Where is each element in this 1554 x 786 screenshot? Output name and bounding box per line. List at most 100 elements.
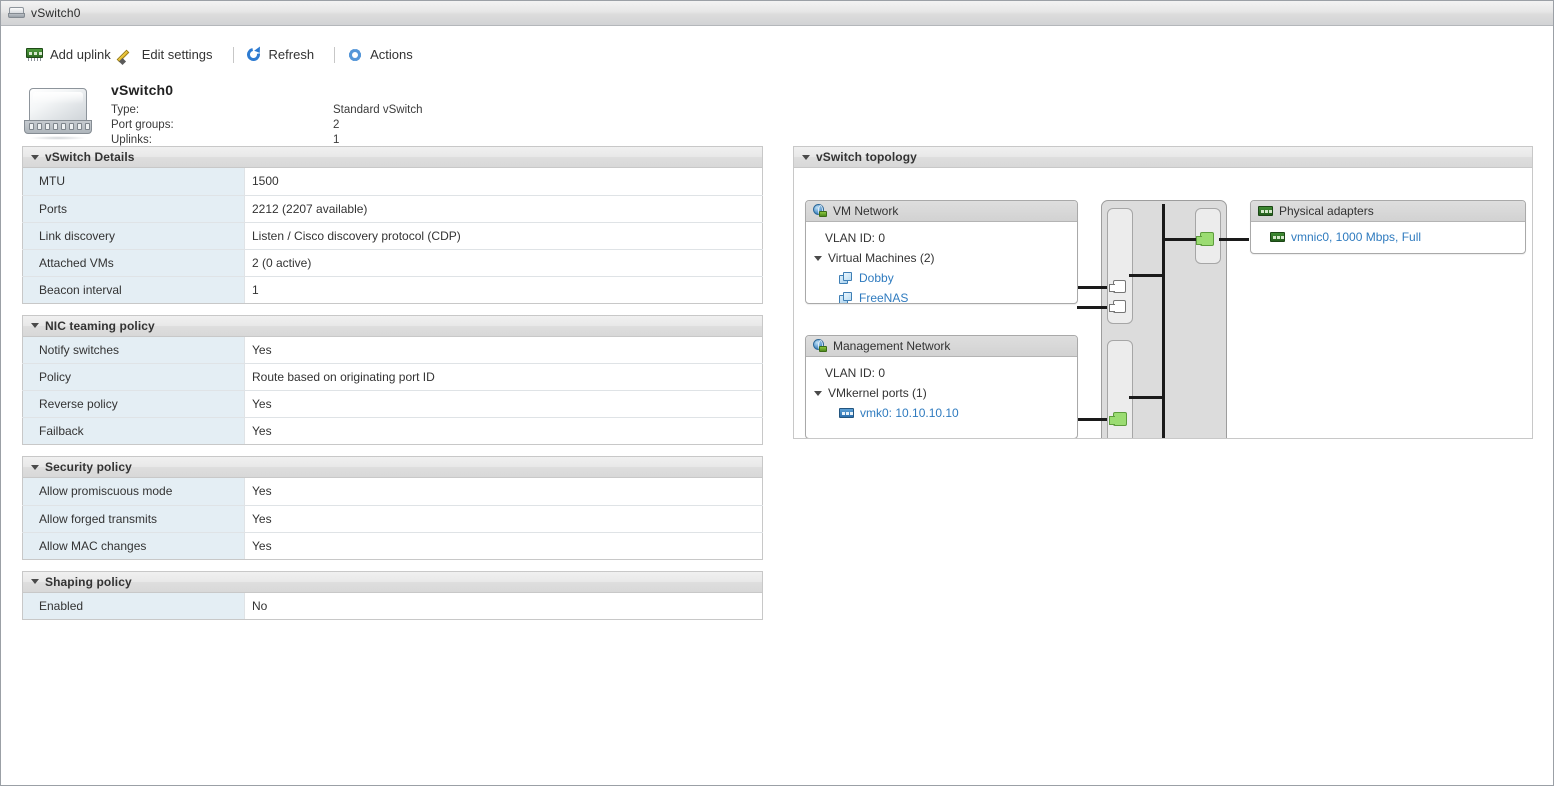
refresh-button[interactable]: Refresh bbox=[243, 44, 323, 66]
toolbar-divider-1 bbox=[232, 46, 234, 63]
vm-name[interactable]: FreeNAS bbox=[859, 291, 909, 304]
vmkernel-adapter-icon bbox=[839, 407, 854, 419]
virtual-machine-icon bbox=[839, 291, 853, 303]
vmkernel-port-name[interactable]: vmk0: 10.10.10.10 bbox=[860, 406, 959, 420]
summary-properties: Type: Standard vSwitch Port groups: 2 Up… bbox=[111, 104, 423, 146]
row-key: Reverse policy bbox=[22, 390, 245, 418]
wire-vm-2 bbox=[1077, 306, 1107, 309]
actions-button[interactable]: Actions bbox=[347, 44, 421, 66]
row-value: No bbox=[244, 592, 763, 620]
table-row: Attached VMs 2 (0 active) bbox=[22, 249, 763, 277]
table-row: Ports 2212 (2207 available) bbox=[22, 195, 763, 223]
pencil-icon bbox=[116, 47, 135, 65]
wire-vmk bbox=[1077, 418, 1107, 421]
table-security: Allow promiscuous mode Yes Allow forged … bbox=[22, 478, 763, 560]
section-shaping-policy: Shaping policy Enabled No bbox=[22, 570, 763, 620]
portgroup-vm-network[interactable]: VM Network VLAN ID: 0 Virtual Machines (… bbox=[805, 200, 1078, 304]
list-item[interactable]: vmk0: 10.10.10.10 bbox=[814, 403, 1069, 423]
section-header-vswitch-details[interactable]: vSwitch Details bbox=[22, 146, 763, 168]
physical-adapter-name[interactable]: vmnic0, 1000 Mbps, Full bbox=[1291, 230, 1422, 244]
row-value: 1500 bbox=[244, 168, 763, 196]
window-titlebar: vSwitch0 bbox=[1, 1, 1553, 26]
vswitch-device-icon bbox=[23, 86, 93, 144]
table-row: Beacon interval 1 bbox=[22, 276, 763, 304]
portgroup-management-network[interactable]: Management Network VLAN ID: 0 VMkernel p… bbox=[805, 335, 1078, 438]
table-row: Allow forged transmits Yes bbox=[22, 505, 763, 533]
section-header-nic-teaming[interactable]: NIC teaming policy bbox=[22, 314, 763, 337]
physical-adapters-header: Physical adapters bbox=[1251, 201, 1525, 222]
vmkernel-ports-label: VMkernel ports (1) bbox=[828, 386, 927, 400]
row-key: Notify switches bbox=[22, 336, 245, 364]
row-key: Link discovery bbox=[22, 222, 245, 250]
row-key: Attached VMs bbox=[22, 249, 245, 277]
section-header-shaping[interactable]: Shaping policy bbox=[22, 570, 763, 593]
row-key: MTU bbox=[22, 168, 245, 196]
network-icon bbox=[813, 204, 827, 218]
summary-label-port-groups: Port groups: bbox=[111, 119, 174, 131]
table-row: Allow MAC changes Yes bbox=[22, 532, 763, 560]
section-header-topology[interactable]: vSwitch topology bbox=[793, 146, 1533, 168]
row-value: Yes bbox=[244, 532, 763, 560]
row-key: Beacon interval bbox=[22, 276, 245, 304]
toolbar-divider-2 bbox=[334, 46, 336, 63]
details-column: vSwitch Details MTU 1500 Ports 2212 (220… bbox=[22, 146, 763, 631]
list-item[interactable]: Dobby bbox=[814, 268, 1069, 288]
actions-label: Actions bbox=[370, 47, 413, 62]
chevron-down-icon bbox=[802, 154, 810, 160]
add-uplink-button[interactable]: Add uplink bbox=[26, 44, 119, 65]
table-nic-teaming: Notify switches Yes Policy Route based o… bbox=[22, 336, 763, 445]
row-key: Failback bbox=[22, 417, 245, 445]
chevron-down-icon bbox=[31, 323, 39, 328]
vm-port-connector bbox=[1109, 300, 1126, 313]
chevron-down-icon bbox=[31, 579, 39, 584]
add-uplink-label: Add uplink bbox=[50, 47, 111, 62]
section-vswitch-topology: vSwitch topology bbox=[793, 146, 1533, 439]
virtual-machine-icon bbox=[839, 271, 853, 285]
network-adapter-icon bbox=[1270, 231, 1285, 243]
table-row: MTU 1500 bbox=[22, 168, 763, 196]
row-key: Allow promiscuous mode bbox=[22, 478, 245, 506]
section-header-security[interactable]: Security policy bbox=[22, 456, 763, 478]
vlan-id-line: VLAN ID: 0 bbox=[814, 228, 1069, 248]
section-title-shaping: Shaping policy bbox=[45, 574, 132, 589]
row-value: Yes bbox=[244, 505, 763, 533]
topology-column: vSwitch topology bbox=[793, 146, 1533, 450]
vmkernel-ports-group[interactable]: VMkernel ports (1) bbox=[814, 383, 1069, 403]
chevron-down-icon bbox=[31, 154, 39, 160]
row-value: 1 bbox=[244, 276, 763, 304]
row-value: Yes bbox=[244, 417, 763, 445]
section-title-topology: vSwitch topology bbox=[816, 150, 917, 164]
table-vswitch-details: MTU 1500 Ports 2212 (2207 available) Lin… bbox=[22, 168, 763, 304]
table-row: Reverse policy Yes bbox=[22, 390, 763, 418]
row-value: 2212 (2207 available) bbox=[244, 195, 763, 223]
summary-label-uplinks: Uplinks: bbox=[111, 134, 152, 146]
row-value: Listen / Cisco discovery protocol (CDP) bbox=[244, 222, 763, 250]
portgroup-header: Management Network bbox=[806, 336, 1077, 357]
refresh-icon bbox=[243, 44, 263, 64]
page-title: vSwitch0 bbox=[111, 82, 174, 98]
summary-label-type: Type: bbox=[111, 104, 140, 116]
list-item[interactable]: vmnic0, 1000 Mbps, Full bbox=[1259, 227, 1517, 247]
list-item[interactable]: FreeNAS bbox=[814, 288, 1069, 304]
section-vswitch-details: vSwitch Details MTU 1500 Ports 2212 (220… bbox=[22, 146, 763, 304]
refresh-label: Refresh bbox=[268, 47, 315, 62]
virtual-machines-group[interactable]: Virtual Machines (2) bbox=[814, 248, 1069, 268]
edit-settings-button[interactable]: Edit settings bbox=[116, 44, 221, 66]
topology-canvas: VM Network VLAN ID: 0 Virtual Machines (… bbox=[793, 168, 1533, 439]
virtual-machines-label: Virtual Machines (2) bbox=[828, 251, 935, 265]
window-title: vSwitch0 bbox=[31, 6, 81, 20]
table-row: Allow promiscuous mode Yes bbox=[22, 478, 763, 506]
section-title-nic-teaming: NIC teaming policy bbox=[45, 318, 155, 333]
switch-backplane-graphic bbox=[1101, 200, 1227, 438]
row-value: Yes bbox=[244, 390, 763, 418]
section-security-policy: Security policy Allow promiscuous mode Y… bbox=[22, 456, 763, 560]
vm-name[interactable]: Dobby bbox=[859, 271, 894, 285]
vmkernel-port-connector bbox=[1109, 412, 1127, 426]
row-key: Enabled bbox=[22, 592, 245, 620]
physical-adapters-panel[interactable]: Physical adapters vmnic0, 1000 Mbps, Ful… bbox=[1250, 200, 1526, 254]
row-key: Allow MAC changes bbox=[22, 532, 245, 560]
section-nic-teaming-policy: NIC teaming policy Notify switches Yes P… bbox=[22, 314, 763, 445]
edit-settings-label: Edit settings bbox=[141, 47, 213, 62]
vlan-id-line: VLAN ID: 0 bbox=[814, 363, 1069, 383]
